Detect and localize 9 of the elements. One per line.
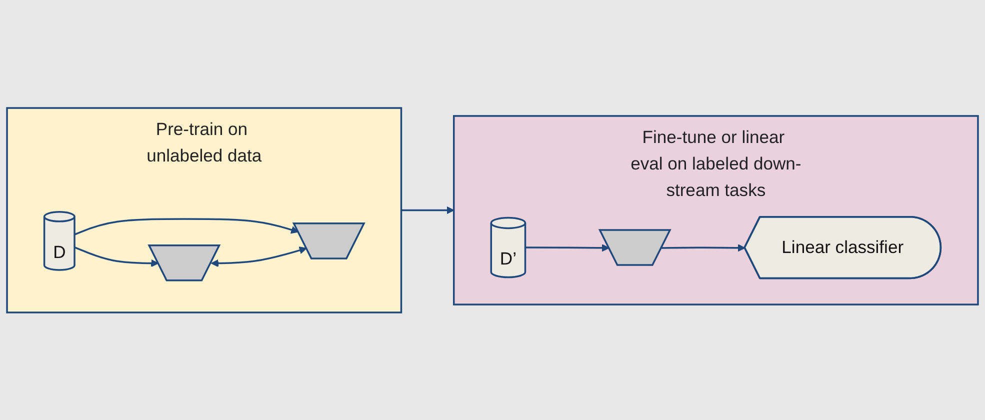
node-trapezoid (148, 244, 221, 282)
arrow (525, 244, 610, 252)
arrow (74, 218, 299, 236)
arrow (210, 246, 307, 267)
arrow (662, 244, 746, 252)
node-trapezoid (598, 228, 672, 266)
node-trapezoid (292, 222, 366, 260)
arrow (401, 206, 454, 214)
arrow (74, 246, 159, 267)
